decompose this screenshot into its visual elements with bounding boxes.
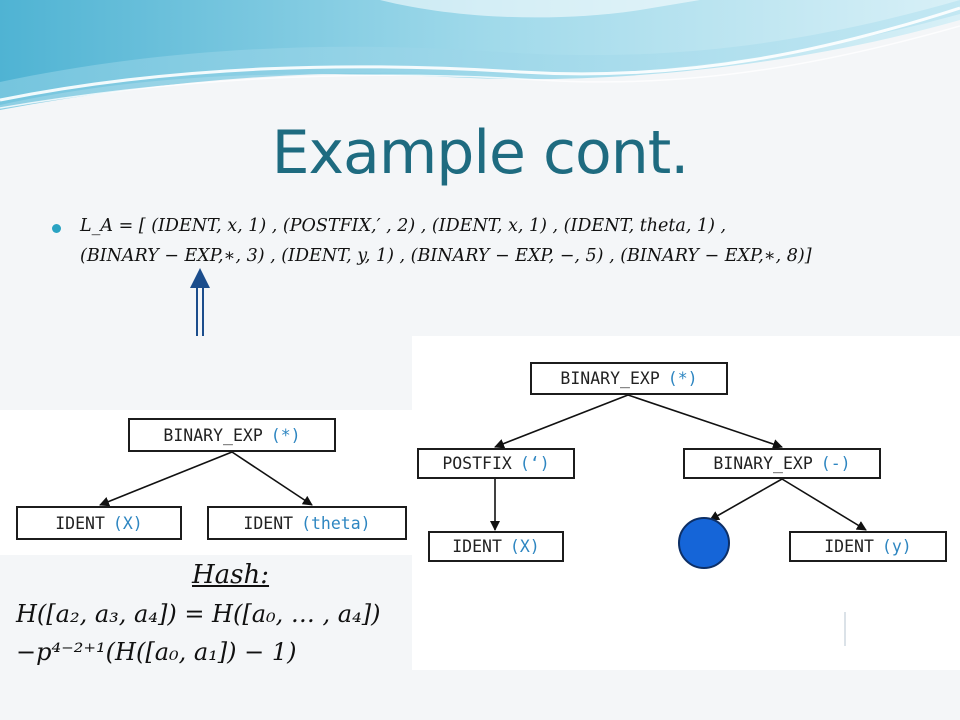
left-child-ident-x: IDENT (X) [16,506,182,540]
node-name: IDENT [824,537,874,556]
hash-equation-line-2: −p⁴⁻²⁺¹(H([a₀, a₁]) − 1) [16,638,297,666]
node-op: (*) [270,425,301,445]
node-op: (theta) [301,513,371,533]
bullet-dot [52,224,61,233]
node-name: IDENT [243,513,294,533]
node-name: IDENT [55,513,105,533]
node-name: POSTFIX [442,454,512,473]
right-binary-minus-node: BINARY_EXP (-) [683,448,881,479]
node-op: (*) [667,369,698,388]
node-name: IDENT [452,537,502,556]
right-root-node: BINARY_EXP (*) [530,362,728,395]
node-op: (y) [881,537,912,556]
hash-equation-line-1: H([a₂, a₃, a₄]) = H([a₀, … , a₄]) [16,600,381,628]
left-root-node: BINARY_EXP (*) [128,418,336,452]
node-name: BINARY_EXP [163,425,263,445]
right-ident-y-node: IDENT (y) [789,531,947,562]
slide-title: Example cont. [271,118,690,188]
right-postfix-node: POSTFIX (‘) [417,448,575,479]
node-op: (X) [112,513,143,533]
node-name: BINARY_EXP [560,369,660,388]
node-op: (X) [509,537,540,556]
node-op: (-) [820,454,851,473]
node-op: (‘) [519,454,550,473]
formula-line-1: L_A = [ (IDENT, x, 1) , (POSTFIX,′ , 2) … [80,216,727,236]
right-ident-x-node: IDENT (X) [428,531,564,562]
formula-line-2: (BINARY − EXP,∗, 3) , (IDENT, y, 1) , (B… [80,246,812,266]
node-name: BINARY_EXP [713,454,813,473]
hash-label: Hash: [192,560,270,590]
left-child-ident-theta: IDENT (theta) [207,506,407,540]
